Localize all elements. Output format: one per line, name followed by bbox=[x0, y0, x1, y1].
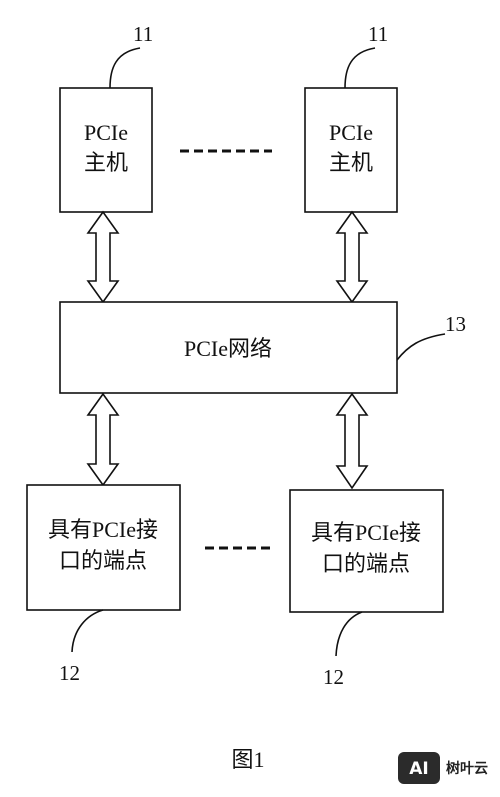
endpoint-right-line1: 具有PCIe接 bbox=[311, 520, 421, 545]
leader-line-host-left bbox=[109, 47, 141, 89]
ref-label-network: 13 bbox=[445, 312, 466, 336]
host-right-line2: 主机 bbox=[329, 150, 373, 175]
endpoint-right-line2: 口的端点 bbox=[322, 551, 410, 576]
double-arrow-host-left bbox=[86, 210, 120, 304]
host-left-line1: PCIe bbox=[84, 120, 128, 145]
network-label: PCIe网络 bbox=[184, 336, 272, 361]
watermark-badge bbox=[398, 752, 440, 784]
figure-caption: 图1 bbox=[231, 747, 264, 772]
endpoint-left-line1: 具有PCIe接 bbox=[48, 517, 158, 542]
leader-line-endpoint-right bbox=[335, 611, 363, 657]
endpoint-left-line2: 口的端点 bbox=[59, 548, 147, 573]
leader-line-host-right bbox=[344, 47, 376, 89]
watermark-text: 树叶云 bbox=[446, 760, 488, 777]
watermark-badge-text: AI bbox=[409, 759, 428, 779]
endpoint-box-left: 具有PCIe接 口的端点 bbox=[26, 484, 181, 611]
host-left-line2: 主机 bbox=[84, 150, 128, 175]
leader-line-network bbox=[396, 333, 446, 361]
double-arrow-endpoint-right bbox=[335, 392, 369, 490]
network-box: PCIe网络 bbox=[59, 301, 398, 394]
watermark-logo: AI 树叶云 bbox=[398, 752, 488, 784]
ref-label-host-right: 11 bbox=[368, 22, 388, 46]
double-arrow-endpoint-left bbox=[86, 392, 120, 487]
endpoint-box-right: 具有PCIe接 口的端点 bbox=[289, 489, 444, 613]
ref-label-host-left: 11 bbox=[133, 22, 153, 46]
host-box-left: PCIe 主机 bbox=[59, 87, 153, 213]
ref-label-endpoint-right: 12 bbox=[323, 665, 344, 689]
host-right-line1: PCIe bbox=[329, 120, 373, 145]
leader-line-endpoint-left bbox=[71, 609, 104, 653]
double-arrow-host-right bbox=[335, 210, 369, 304]
ref-label-endpoint-left: 12 bbox=[59, 661, 80, 685]
host-box-right: PCIe 主机 bbox=[304, 87, 398, 213]
